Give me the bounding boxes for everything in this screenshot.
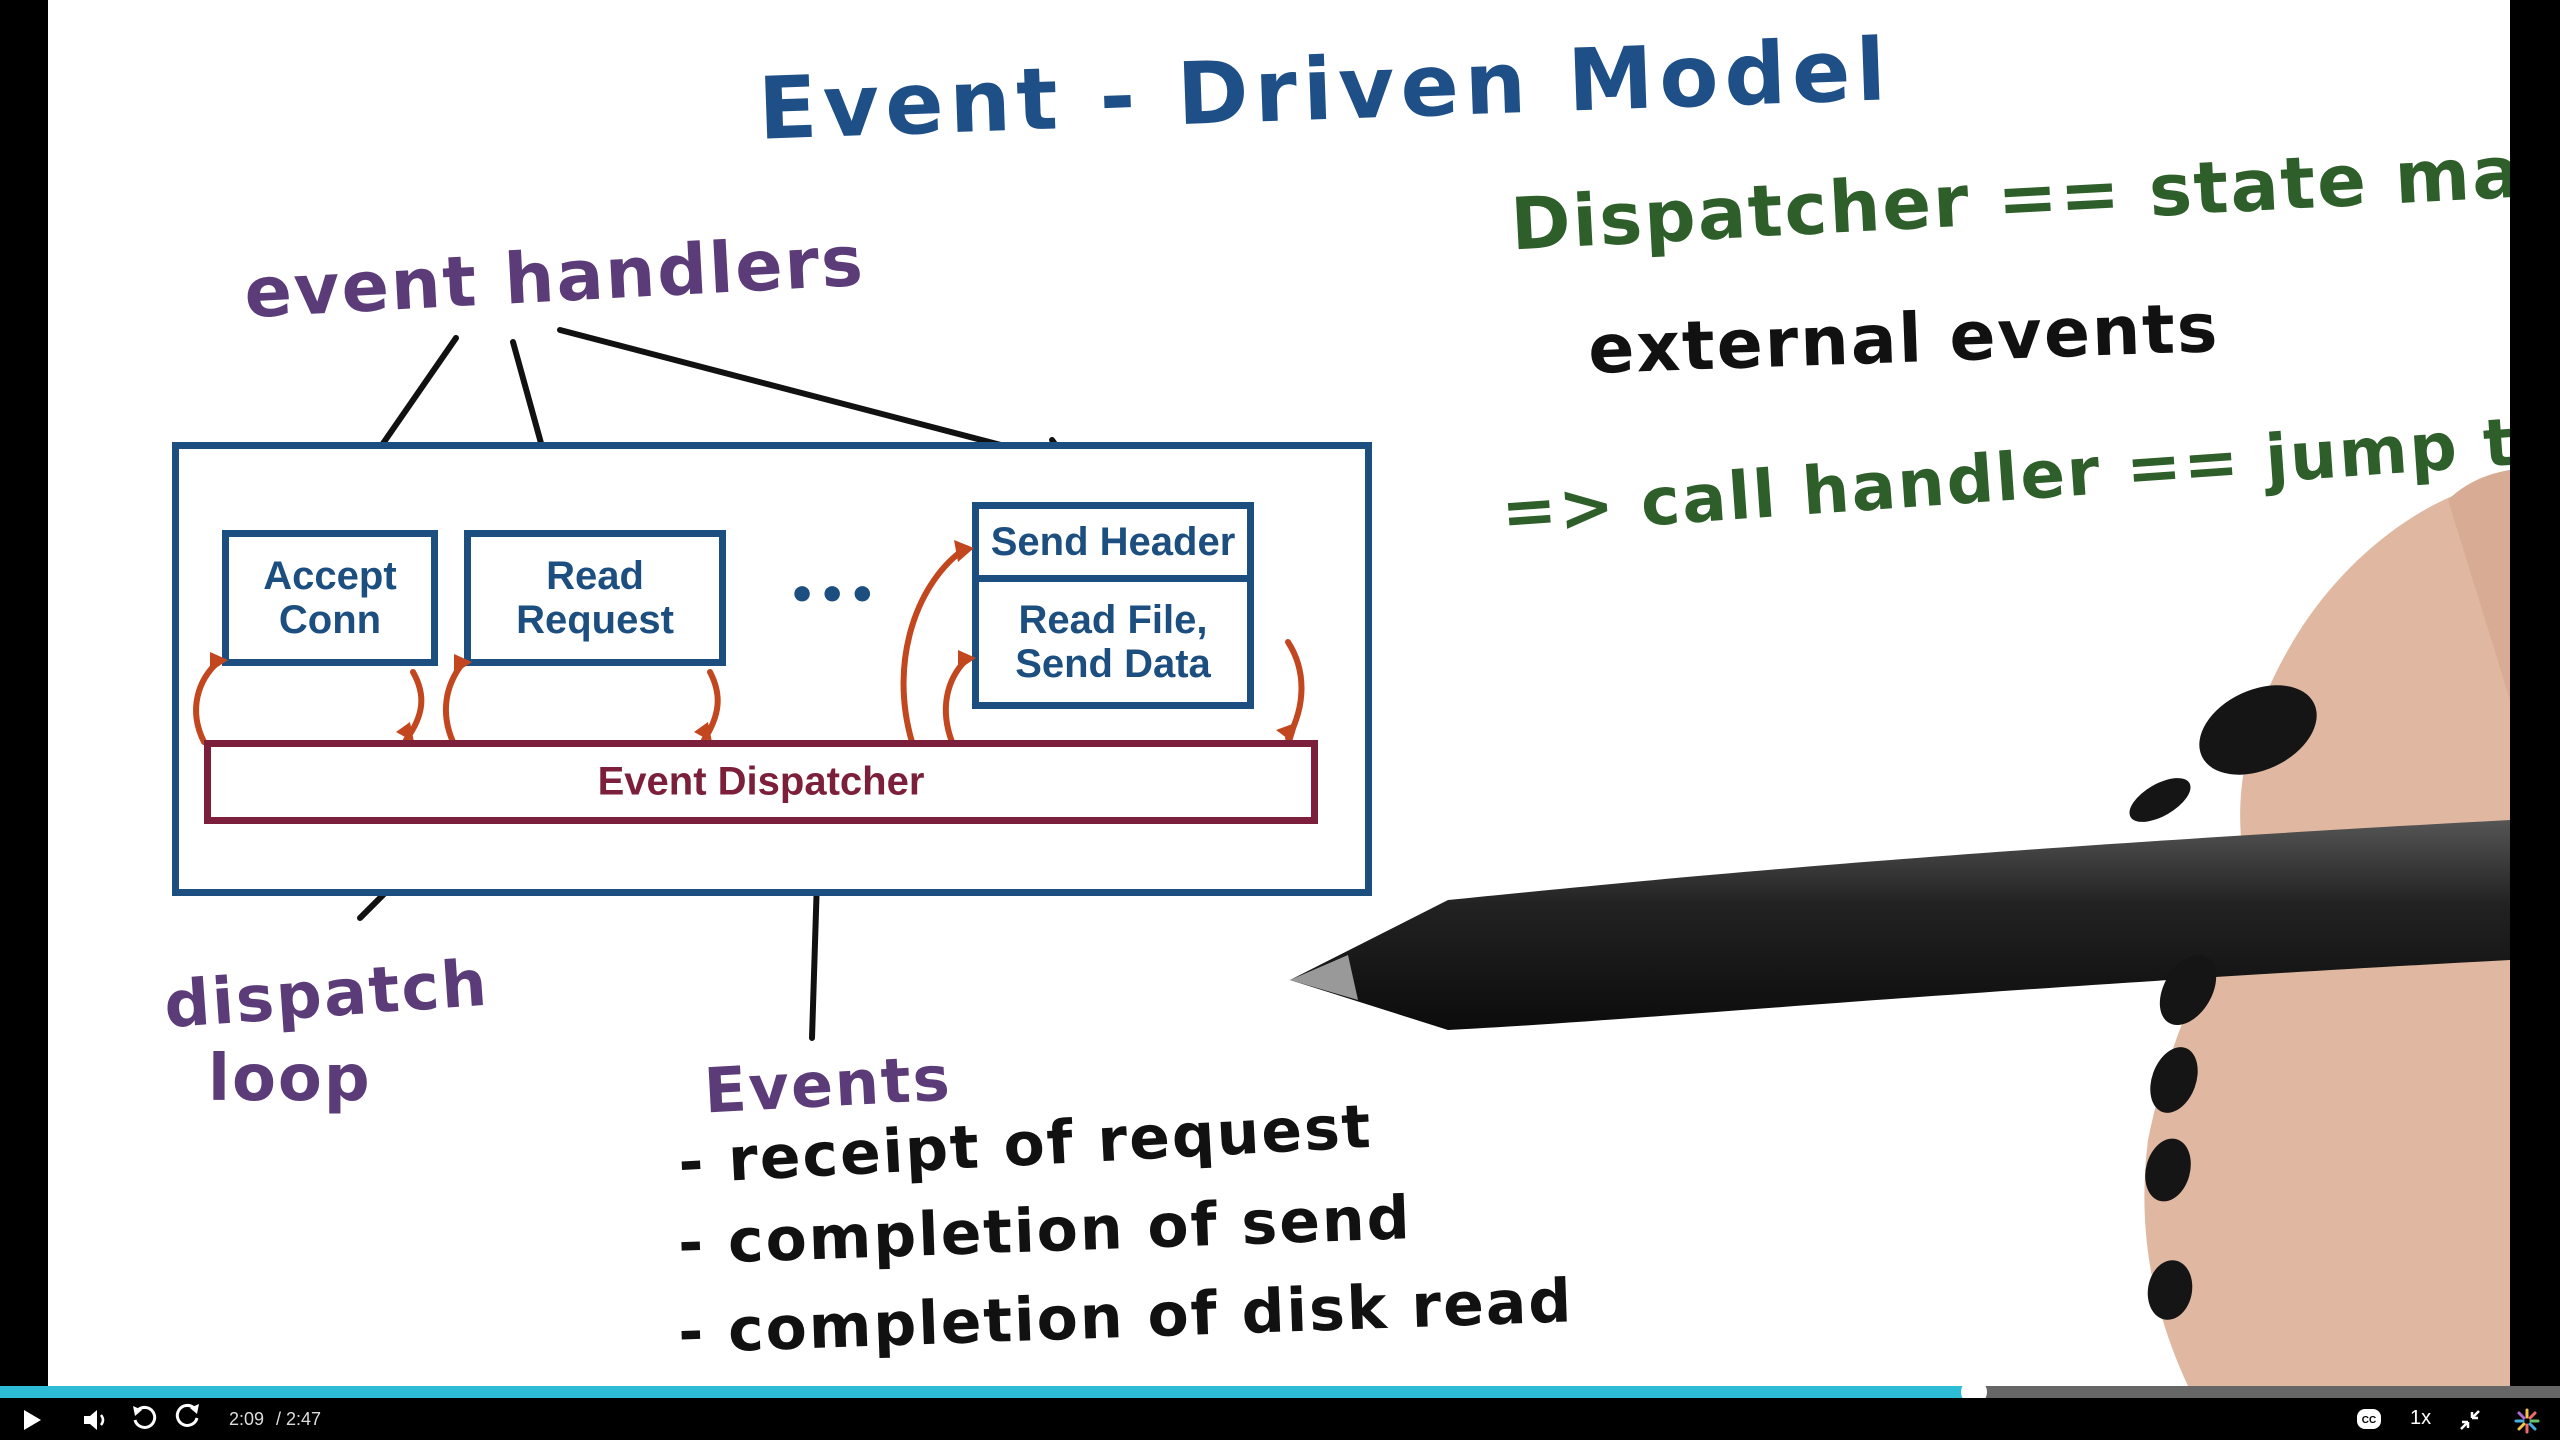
- accept-conn-box: Accept Conn: [222, 530, 438, 666]
- event-dispatcher-bar: Event Dispatcher: [204, 740, 1318, 824]
- play-icon[interactable]: [22, 1409, 42, 1431]
- read-request-box: Read Request: [464, 530, 726, 666]
- ellipsis: •••: [788, 570, 879, 621]
- total-time: / 2:47: [276, 1409, 322, 1429]
- handler-arcs: [193, 540, 1305, 745]
- playback-speed[interactable]: 1x: [2410, 1407, 2432, 1429]
- read-request-line2: Request: [516, 598, 674, 642]
- accept-conn-line1: Accept: [263, 554, 397, 598]
- read-file-line1: Read File,: [1018, 598, 1208, 642]
- accept-conn-line2: Conn: [278, 598, 382, 642]
- current-time: 2:09: [229, 1409, 265, 1429]
- progress-bar[interactable]: [0, 1379, 2560, 1405]
- event-dispatcher-label: Event Dispatcher: [597, 759, 925, 804]
- progress-fill: [0, 1386, 1974, 1398]
- send-header-label: Send Header: [990, 520, 1236, 564]
- volume-icon[interactable]: [82, 1408, 110, 1432]
- presenter-hand-image: [1290, 470, 2510, 1386]
- exit-fullscreen-icon[interactable]: [2458, 1408, 2482, 1432]
- captions-icon[interactable]: CC: [2356, 1408, 2382, 1430]
- forward-icon[interactable]: [174, 1402, 202, 1430]
- svg-text:CC: CC: [2362, 1415, 2376, 1426]
- loop-label: loop: [208, 1042, 372, 1116]
- read-file-box: Read File, Send Data: [972, 575, 1254, 709]
- read-request-line1: Read: [546, 554, 644, 598]
- read-file-line2: Send Data: [1015, 642, 1211, 686]
- logo-icon: [2514, 1408, 2540, 1434]
- player-controls: 2:09 / 2:47 CC 1x: [0, 1398, 2560, 1440]
- video-frame[interactable]: Event - Driven Model event handlers Acce…: [48, 0, 2510, 1386]
- rewind-icon[interactable]: [130, 1404, 158, 1432]
- send-header-box: Send Header: [972, 502, 1254, 582]
